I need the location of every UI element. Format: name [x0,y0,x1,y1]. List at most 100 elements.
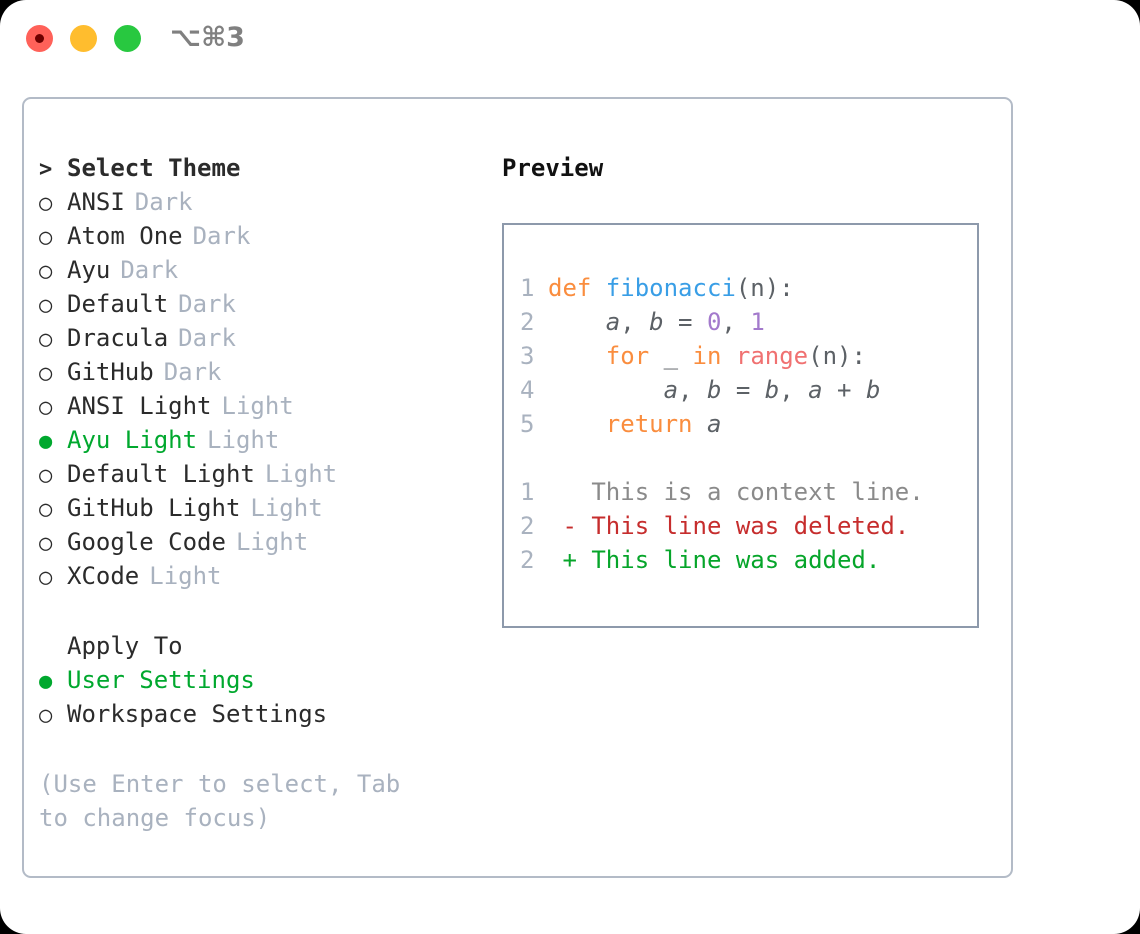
line-number: 1 [520,274,535,302]
apply-to-title: Apply To [67,632,183,660]
radio-unselected-icon: ○ [39,497,53,522]
code-token: for [605,342,650,370]
code-blank-line [520,441,977,475]
theme-variant-tag: Light [235,528,309,556]
theme-option[interactable]: ○ XCode Light [39,559,479,593]
keyboard-shortcut-label: ⌥⌘3 [170,22,245,53]
theme-option-label: Ayu [67,256,111,284]
code-token: , [620,308,650,336]
line-number: 4 [520,376,535,404]
apply-to-option[interactable]: ○Workspace Settings [39,697,479,731]
prompt-caret-icon: > [39,157,53,182]
code-token [721,342,735,370]
code-token: 0 [706,308,722,336]
code-token: , [721,308,751,336]
maximize-button[interactable] [114,25,141,52]
theme-variant-tag: Light [221,392,294,420]
code-token: a [706,410,722,438]
code-token: def [548,274,606,302]
theme-option[interactable]: ○ GitHub Light Light [39,491,479,525]
code-token: (n): [808,342,866,370]
code-token: = [663,308,707,336]
code-line: 2 a, b = 0, 1 [520,305,977,339]
theme-option-label: Google Code [67,528,226,556]
code-token [548,410,606,438]
diff-line-text: + This line was added. [548,546,881,574]
radio-unselected-icon: ○ [39,191,53,216]
diff-line: 2 - This line was deleted. [520,509,977,543]
line-number: 2 [520,512,535,540]
code-token: in [692,342,722,370]
code-token: b [706,376,722,404]
close-button[interactable] [26,25,53,52]
theme-variant-tag: Dark [178,290,236,318]
theme-option-label: Atom One [67,222,183,250]
code-line: 3 for _ in range(n): [520,339,977,373]
theme-option[interactable]: ○ Atom One Dark [39,219,479,253]
code-line: 4 a, b = b, a + b [520,373,977,407]
theme-variant-tag: Dark [163,358,222,386]
theme-option-label: GitHub Light [67,494,241,522]
radio-unselected-icon: ○ [39,361,53,386]
theme-option[interactable]: ○ GitHub Dark [39,355,479,389]
theme-picker-header: >Select Theme [39,151,479,185]
code-token: (n): [735,274,794,302]
code-token: a [663,376,679,404]
traffic-light-buttons [26,25,141,52]
theme-variant-tag: Dark [192,222,251,250]
radio-unselected-icon: ○ [39,225,53,250]
diff-line-text: This is a context line. [548,478,924,506]
theme-option[interactable]: ○ Ayu Dark [39,253,479,287]
code-token: b [764,376,780,404]
line-number: 5 [520,410,535,438]
diff-snippet: 1 This is a context line.2 - This line w… [520,475,977,577]
code-token: a [605,308,621,336]
line-number: 3 [520,342,535,370]
code-token: fibonacci [605,274,736,302]
radio-selected-icon: ● [39,669,53,694]
apply-to-option-label: Workspace Settings [67,700,328,728]
code-token: , [779,376,809,404]
line-number: 1 [520,478,535,506]
code-token: + [822,376,866,404]
code-token: , [678,376,707,404]
radio-unselected-icon: ○ [39,565,53,590]
theme-variant-tag: Dark [120,256,179,284]
code-token: range [735,342,809,370]
code-token: b [649,308,664,336]
theme-option-label: XCode [67,562,140,590]
radio-unselected-icon: ○ [39,463,53,488]
code-token: b [865,376,881,404]
code-line: 5 return a [520,407,977,441]
theme-option-label: Default [67,290,169,318]
line-number: 2 [520,546,535,574]
theme-variant-tag: Light [149,562,222,590]
minimize-button[interactable] [70,25,97,52]
radio-selected-icon: ● [39,429,53,454]
theme-option-label: GitHub [67,358,154,386]
theme-variant-tag: Light [207,426,280,454]
code-token: return [605,410,693,438]
diff-line: 1 This is a context line. [520,475,977,509]
line-number: 2 [520,308,535,336]
code-token: a [808,376,823,404]
theme-variant-tag: Light [250,494,323,522]
code-line: 1 def fibonacci(n): [520,271,977,305]
apply-to-option[interactable]: ●User Settings [39,663,479,697]
radio-unselected-icon: ○ [39,259,53,284]
code-token [693,410,707,438]
code-token: _ [649,342,693,370]
theme-variant-tag: Dark [178,324,236,352]
